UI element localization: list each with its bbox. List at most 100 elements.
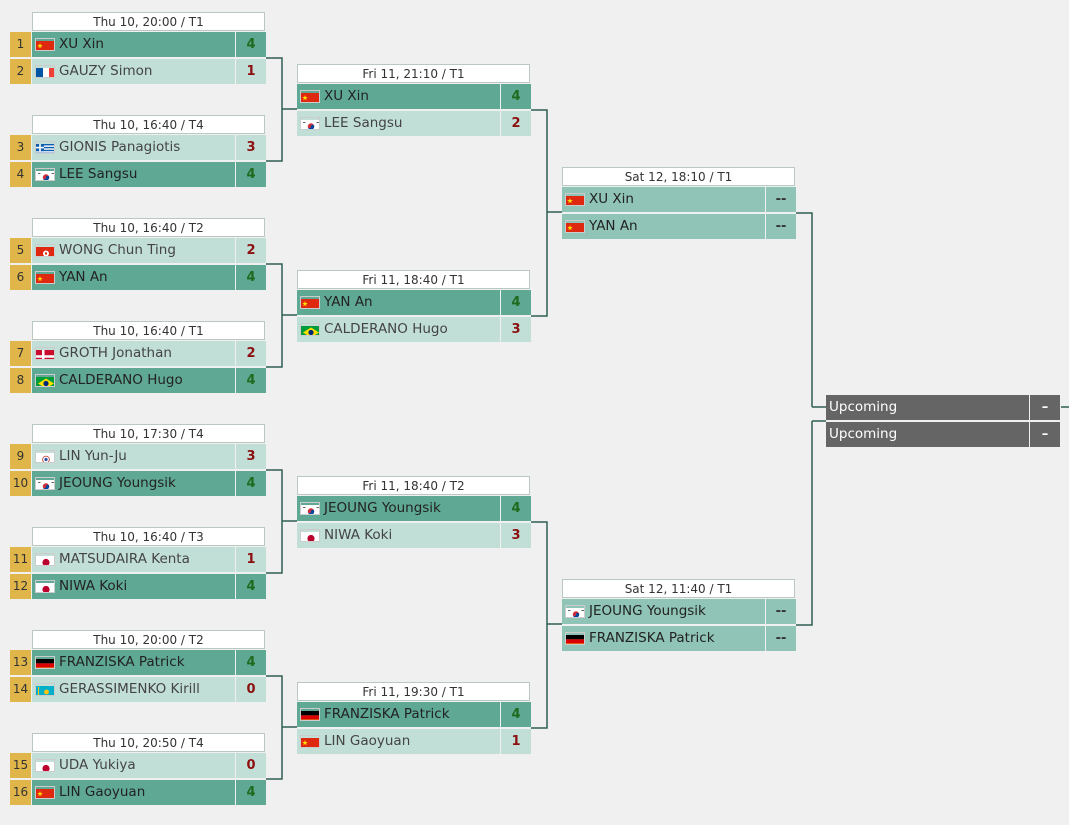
player-score: 4 bbox=[236, 574, 266, 599]
player-cell[interactable]: JEOUNG Youngsik bbox=[562, 599, 765, 624]
player-cell[interactable]: GERASSIMENKO Kirill bbox=[32, 677, 235, 702]
player-cell[interactable]: XU Xin bbox=[32, 32, 235, 57]
player-score: 4 bbox=[501, 290, 531, 315]
player-cell[interactable]: YAN An bbox=[32, 265, 235, 290]
match-time-header: Thu 10, 17:30 / T4 bbox=[32, 424, 265, 443]
player-cell[interactable]: LEE Sangsu bbox=[297, 111, 500, 136]
final-match-card[interactable]: Upcoming–Upcoming– bbox=[826, 395, 1061, 447]
france-flag-icon bbox=[35, 65, 55, 78]
player-score: 4 bbox=[501, 496, 531, 521]
player-name: GIONIS Panagiotis bbox=[59, 139, 181, 155]
player-cell[interactable]: LIN Yun-Ju bbox=[32, 444, 235, 469]
player-cell[interactable]: CALDERANO Hugo bbox=[32, 368, 235, 393]
player-name: GROTH Jonathan bbox=[59, 345, 172, 361]
kazakhstan-flag-icon bbox=[35, 683, 55, 696]
korea-flag-icon bbox=[300, 502, 320, 515]
player-cell[interactable]: CALDERANO Hugo bbox=[297, 317, 500, 342]
player-cell[interactable]: LIN Gaoyuan bbox=[32, 780, 235, 805]
player-score: 0 bbox=[236, 753, 266, 778]
brazil-flag-icon bbox=[35, 374, 55, 387]
player-score: – bbox=[1030, 422, 1060, 447]
player-row[interactable]: FRANZISKA Patrick-- bbox=[540, 626, 796, 651]
player-name: XU Xin bbox=[589, 191, 634, 207]
player-name: LIN Gaoyuan bbox=[324, 733, 411, 749]
player-cell[interactable]: XU Xin bbox=[297, 84, 500, 109]
player-cell[interactable]: MATSUDAIRA Kenta bbox=[32, 547, 235, 572]
player-cell[interactable]: LIN Gaoyuan bbox=[297, 729, 500, 754]
player-row[interactable]: Upcoming– bbox=[826, 422, 1069, 447]
player-cell[interactable]: JEOUNG Youngsik bbox=[297, 496, 500, 521]
player-cell[interactable]: Upcoming bbox=[826, 395, 1029, 420]
player-cell[interactable]: YAN An bbox=[297, 290, 500, 315]
player-score: 0 bbox=[236, 677, 266, 702]
player-cell[interactable]: LEE Sangsu bbox=[32, 162, 235, 187]
player-cell[interactable]: FRANZISKA Patrick bbox=[297, 702, 500, 727]
player-cell[interactable]: Upcoming bbox=[826, 422, 1029, 447]
player-cell[interactable]: JEOUNG Youngsik bbox=[32, 471, 235, 496]
player-cell[interactable]: YAN An bbox=[562, 214, 765, 239]
player-cell[interactable]: WONG Chun Ting bbox=[32, 238, 235, 263]
player-cell[interactable]: UDA Yukiya bbox=[32, 753, 235, 778]
player-cell[interactable]: NIWA Koki bbox=[32, 574, 235, 599]
seed-number: 7 bbox=[10, 341, 31, 366]
player-row[interactable]: JEOUNG Youngsik-- bbox=[540, 599, 796, 624]
player-cell[interactable]: XU Xin bbox=[562, 187, 765, 212]
korea-flag-icon bbox=[300, 117, 320, 130]
player-cell[interactable]: GROTH Jonathan bbox=[32, 341, 235, 366]
player-cell[interactable]: GIONIS Panagiotis bbox=[32, 135, 235, 160]
player-row[interactable]: YAN An-- bbox=[540, 214, 796, 239]
seed-number: 15 bbox=[10, 753, 31, 778]
player-score: 4 bbox=[236, 32, 266, 57]
player-cell[interactable]: FRANZISKA Patrick bbox=[562, 626, 765, 651]
player-name: FRANZISKA Patrick bbox=[589, 630, 715, 646]
player-cell[interactable]: FRANZISKA Patrick bbox=[32, 650, 235, 675]
player-cell[interactable]: GAUZY Simon bbox=[32, 59, 235, 84]
player-score: 4 bbox=[501, 702, 531, 727]
player-cell[interactable]: NIWA Koki bbox=[297, 523, 500, 548]
china-flag-icon bbox=[565, 220, 585, 233]
player-row[interactable]: Upcoming– bbox=[826, 395, 1069, 420]
seed-number: 10 bbox=[10, 471, 31, 496]
player-score: 3 bbox=[236, 444, 266, 469]
player-row[interactable]: XU Xin-- bbox=[540, 187, 796, 212]
